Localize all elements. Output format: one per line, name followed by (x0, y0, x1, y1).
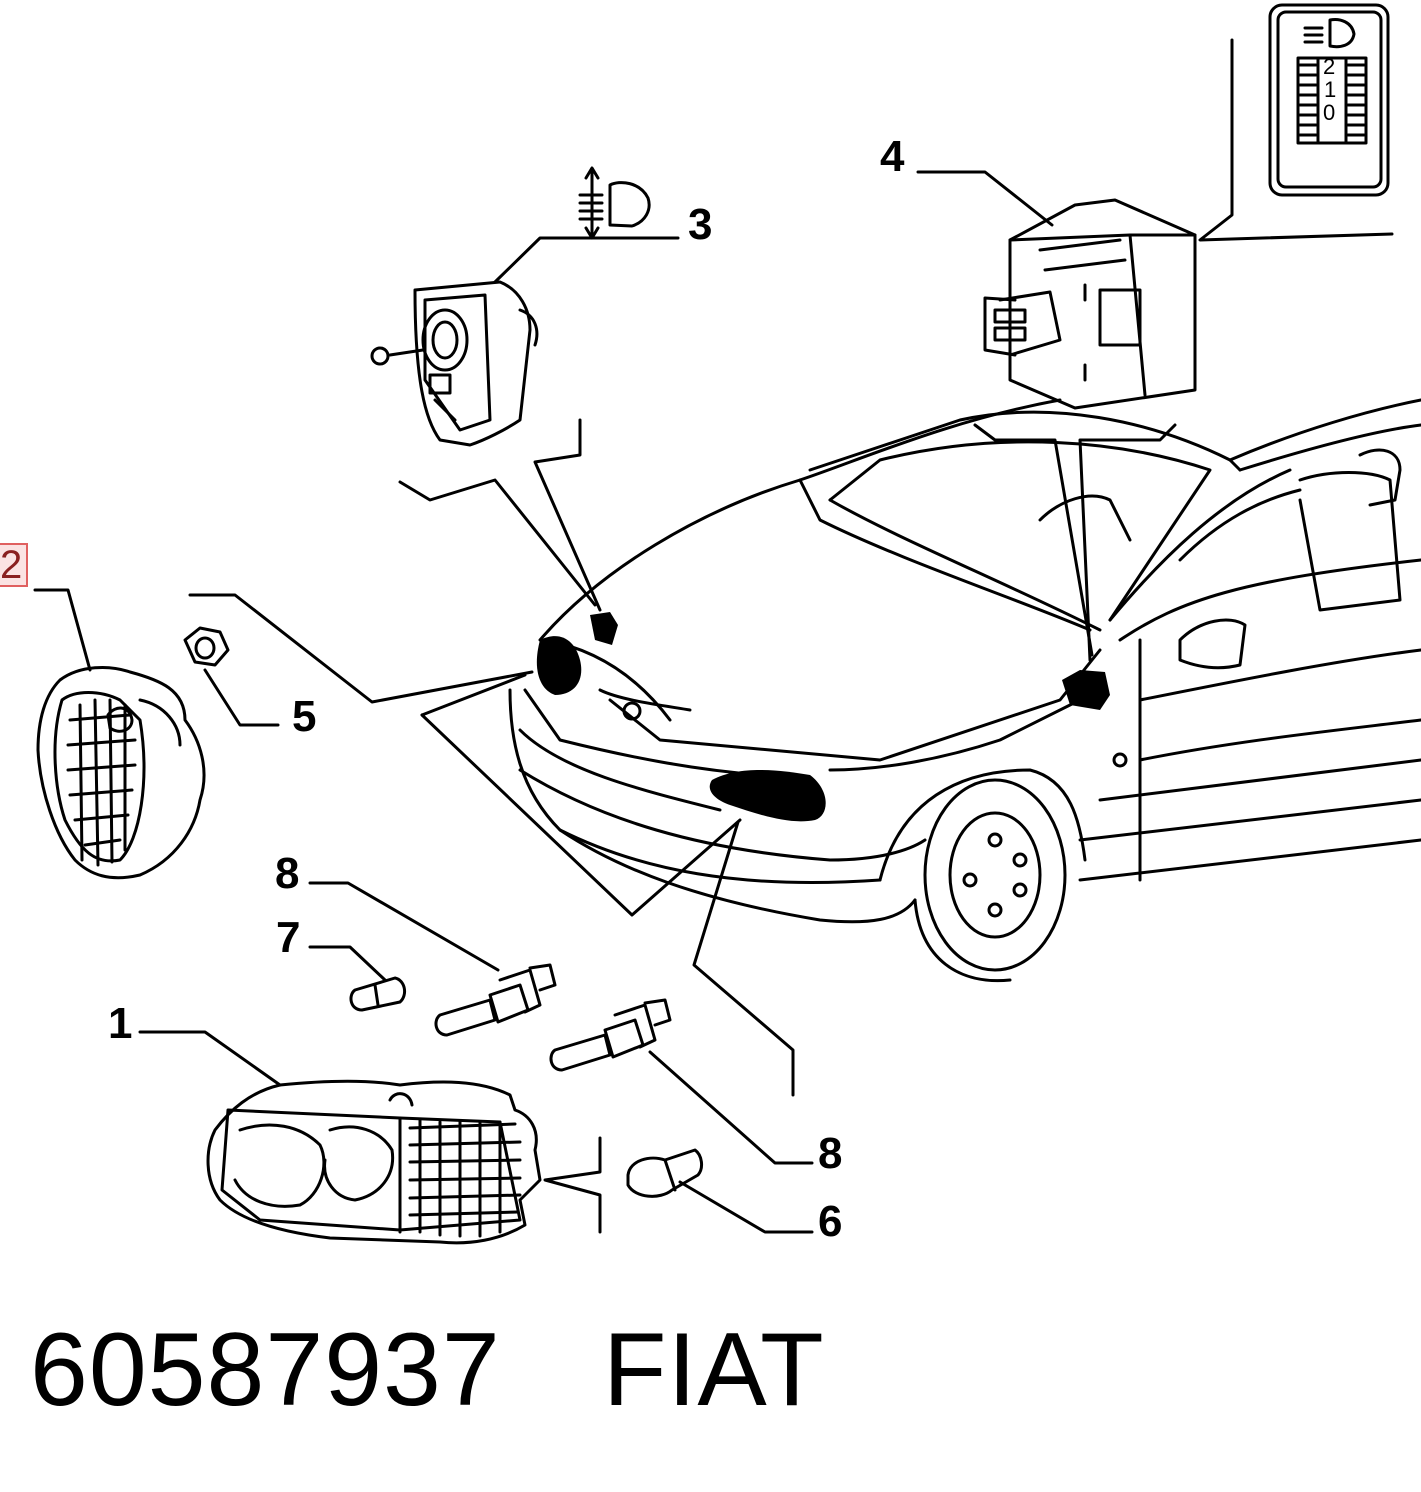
headlamp-leveling-symbol (578, 166, 651, 240)
switch-digit-0: 0 (1323, 100, 1336, 125)
brand-name: FIAT (603, 1312, 825, 1428)
part-number: 60587937 (30, 1312, 501, 1428)
callout-7: 7 (276, 913, 301, 962)
car-body (508, 398, 1421, 983)
switch-digit-1: 1 (1324, 77, 1337, 102)
headlamp-unit-2 (36, 666, 206, 880)
nut-5 (183, 626, 230, 667)
callout-8-upper: 8 (275, 849, 300, 898)
bulb-6 (626, 1148, 704, 1198)
leader-lines (33, 38, 1394, 1234)
callout-6: 6 (818, 1197, 843, 1246)
bulb-7 (349, 976, 407, 1012)
headlamp-leveling-motor (370, 280, 539, 447)
leveling-switch (983, 198, 1197, 410)
callout-2: 2 (0, 543, 29, 587)
switch-digit-2: 2 (1323, 54, 1336, 79)
front-wheel (923, 778, 1067, 972)
headlamp-unit-1 (206, 1079, 542, 1245)
mount-points (536, 612, 1110, 822)
callout-3: 3 (688, 200, 713, 249)
bulb-8-upper (434, 963, 557, 1037)
callout-1: 1 (108, 999, 133, 1048)
callout-4: 4 (880, 132, 905, 181)
callout-5: 5 (292, 692, 317, 741)
callout-8-lower: 8 (818, 1129, 843, 1178)
switch-panel (1268, 3, 1390, 197)
bulb-8-lower (549, 998, 672, 1072)
